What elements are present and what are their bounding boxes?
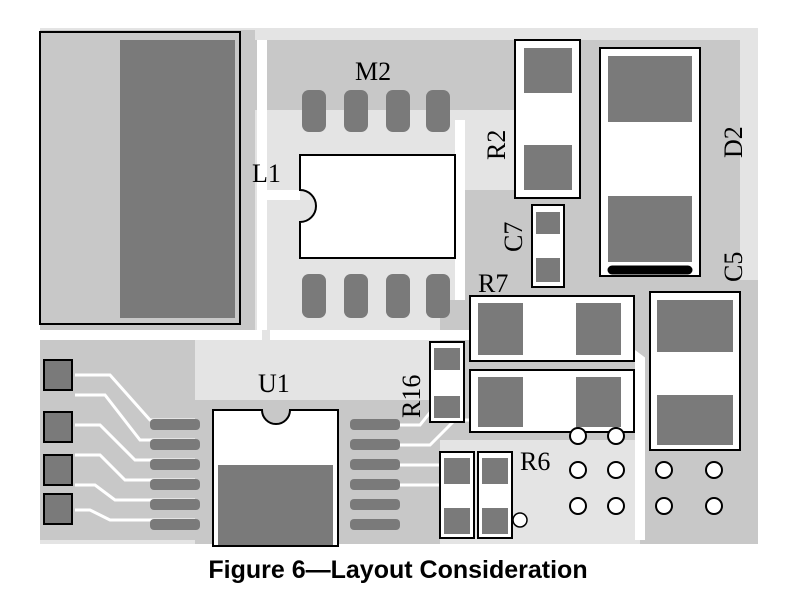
via [569,497,587,515]
connector-pads [43,359,73,525]
label-c5: C5 [719,252,748,282]
label-u1: U1 [258,369,290,398]
via-array [569,427,723,515]
connector-pad-4 [43,493,73,525]
c7-pad-bottom [536,258,560,282]
r7-pad-left [478,303,523,355]
via [512,512,528,528]
via [569,461,587,479]
label-r7: R7 [478,269,508,298]
smd-pair-left-pad-top [444,458,470,484]
u1-thermal-pad [218,465,333,545]
u1-pin [150,479,200,490]
r2-pad-bottom [524,145,572,190]
via [607,461,625,479]
label-r16: R16 [397,375,426,418]
r16-pad-bottom [434,396,460,418]
u1-pin [350,519,400,530]
r2-pad-top [524,48,572,93]
r7-pad-right [576,303,621,355]
via [655,497,673,515]
u1-pin [350,499,400,510]
label-d2: D2 [719,126,748,158]
m2-pad [344,274,368,318]
u1-pin [150,499,200,510]
m2-body-outline [299,154,456,259]
u1-pin [350,439,400,450]
m2-pad [386,274,410,318]
u1-pin [350,419,400,430]
m2-pad [302,274,326,318]
m2-pad [344,90,368,132]
u1-pin [350,459,400,470]
m2-pads-top [302,90,450,132]
via [705,461,723,479]
u1-pads-right [350,419,400,530]
label-r2: R2 [482,130,511,160]
left-large-pad [39,31,241,325]
label-c7: C7 [499,222,528,252]
m2-pad [302,90,326,132]
connector-pad-1 [43,359,73,391]
r6-pad-left [478,377,523,427]
d2-pad-bottom [608,196,692,262]
label-m2: M2 [355,57,391,86]
figure-caption: Figure 6—Layout Consideration [208,556,588,584]
connector-pad-2 [43,411,73,443]
u1-pin [350,479,400,490]
r16-link-pad [426,276,446,314]
label-r6: R6 [520,447,550,476]
u1-pads-left [150,419,200,530]
m2-pad [386,90,410,132]
label-l1: L1 [252,159,281,188]
via [607,427,625,445]
pcb-layout-diagram: M2 L1 R2 D2 C7 R7 C5 U1 R16 R6 [39,28,758,547]
via [705,497,723,515]
via [607,497,625,515]
d2-pad-top [608,56,692,122]
via [655,461,673,479]
u1-pin [150,439,200,450]
m2-pad [426,90,450,132]
u1-pin [150,419,200,430]
left-large-pad-fill [120,40,235,318]
connector-pad-3 [43,454,73,486]
r16-pad-top [434,348,460,370]
r6-pad-right [576,377,621,427]
c5-pad-top [657,300,733,352]
smd-pair-right-pad-bottom [482,508,508,534]
smd-pair-right-pad-top [482,458,508,484]
u1-pin [150,459,200,470]
c5-pad-bottom [657,395,733,445]
smd-pair-left-pad-bottom [444,508,470,534]
c7-pad-top [536,212,560,234]
via [569,427,587,445]
u1-pin [150,519,200,530]
